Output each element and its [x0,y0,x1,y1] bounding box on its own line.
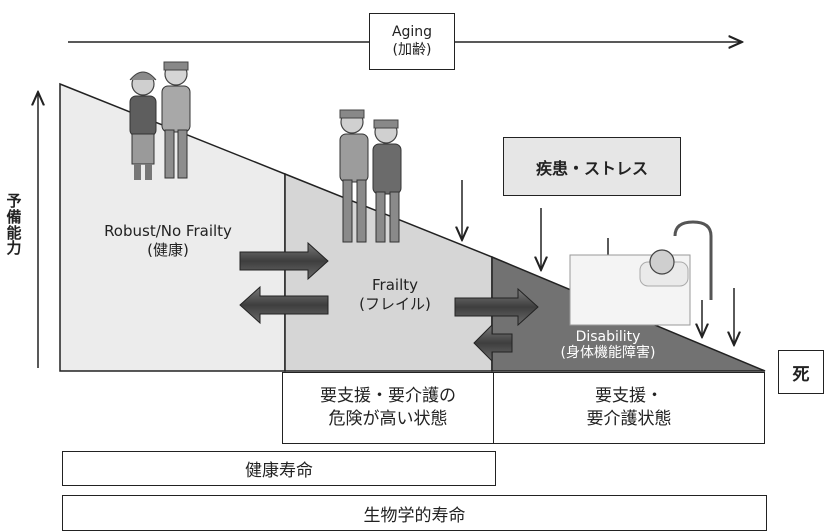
at-risk-status-box: 要支援・要介護の 危険が高い状態 [282,372,494,444]
arrow-frailty-to-disability [454,287,539,327]
arrow-frailty-to-robust [239,285,329,325]
arrow-robust-to-frailty [239,241,329,281]
robust-label-en: Robust/No Frailty [104,222,232,240]
y-axis-char-2: 能 [6,223,22,242]
robust-label-jp: (健康) [147,240,189,259]
disability-label-en: Disability [575,329,641,345]
death-label: 死 [792,364,810,385]
care-needed-status-box: 要支援・ 要介護状態 [493,372,765,444]
disability-label-jp: (身体機能障害) [560,345,656,362]
reserve-capacity-label: 予 備 能 力 [3,192,25,258]
disease-stress-label: 疾患・ストレス [535,158,648,178]
frailty-label-en: Frailty [372,276,418,294]
frailty-zone [284,172,493,372]
frailty-stage-label: Frailty (フレイル) [330,276,460,314]
y-axis-char-3: 力 [6,239,22,258]
healthy-lifespan-label: 健康寿命 [245,461,313,481]
at-risk-line-1: 要支援・要介護の [320,386,456,407]
aging-label-box: Aging (加齢) [369,13,455,70]
frail-couple-icon [339,109,402,243]
disease-stress-box: 疾患・ストレス [503,137,681,196]
healthy-lifespan-bar: 健康寿命 [62,451,496,486]
arrow-disability-to-frailty [473,323,513,363]
aging-label-en: Aging [391,24,433,40]
disability-stage-label: Disability (身体機能障害) [518,329,698,361]
care-needed-line-1: 要支援・ [595,386,663,407]
care-needed-line-2: 要介護状態 [586,409,672,429]
elderly-couple-icon [129,61,191,180]
at-risk-line-2: 危険が高い状態 [328,409,448,429]
biological-lifespan-bar: 生物学的寿命 [62,495,767,531]
y-axis-char-1: 備 [6,207,22,226]
biological-lifespan-label: 生物学的寿命 [363,505,466,526]
robust-stage-label: Robust/No Frailty (健康) [60,222,276,260]
aging-label-jp: (加齢) [392,41,432,58]
bedridden-patient-icon [569,220,713,326]
y-axis-char-0: 予 [6,192,22,210]
frailty-label-jp: (フレイル) [359,294,431,313]
death-box: 死 [778,350,824,394]
